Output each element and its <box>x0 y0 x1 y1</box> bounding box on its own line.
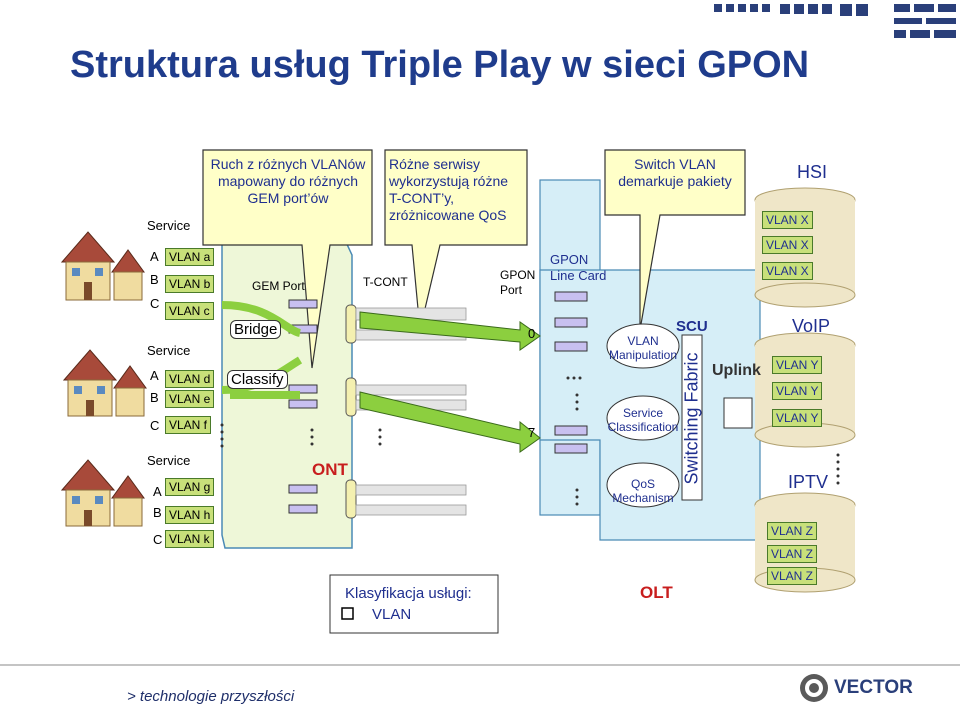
switching-fabric-label: Switching Fabric <box>681 352 702 485</box>
voip-title: VoIP <box>792 316 831 336</box>
t-cont-shapes <box>345 304 357 519</box>
service-classification-label: Service Classification <box>607 406 679 434</box>
checkbox-icon <box>341 607 354 620</box>
house-3-service-label: Service <box>147 453 191 468</box>
voip-vlan-1: VLAN Y <box>772 356 823 374</box>
house-1-service-label: Service <box>147 218 191 233</box>
uplink-label: Uplink <box>712 362 761 379</box>
t-cont-label: T-CONT <box>363 275 408 289</box>
voip-vlan-3: VLAN Y <box>772 409 823 427</box>
olt-label: OLT <box>640 583 673 602</box>
hsi-vlan-1: VLAN X <box>762 211 813 229</box>
vlan-manipulation-oval <box>606 323 680 369</box>
callout-ruch-text: Ruch z różnych VLANów mapowany do różnyc… <box>210 156 366 206</box>
footer-tagline: > technologie przyszłości <box>127 688 295 705</box>
klasyfikacja-box <box>329 574 499 634</box>
gem-port-bars <box>288 299 318 514</box>
bridge-label: Bridge <box>230 320 282 339</box>
logo-pattern-icon <box>714 4 956 38</box>
hsi-vlan-3: VLAN X <box>762 262 813 280</box>
iptv-title: IPTV <box>788 472 829 492</box>
scu-label: SCU <box>676 318 708 335</box>
house-2-vlan-f: VLAN f <box>165 416 212 434</box>
hsi-vlan-2: VLAN X <box>762 236 813 254</box>
house-3-row-b-letter: B <box>153 505 162 520</box>
callout-rozne-bubble <box>384 149 528 331</box>
house-3-row-a-letter: A <box>153 484 162 499</box>
classify-label: Classify <box>227 370 288 389</box>
house-3-icon <box>60 459 145 527</box>
house-2-row-c-letter: C <box>150 418 160 433</box>
iptv-vlan-2: VLAN Z <box>767 545 818 563</box>
uplink-box <box>723 397 753 429</box>
house-2-vlan-e: VLAN e <box>165 390 215 408</box>
house-1-icon <box>60 231 145 301</box>
hsi-title: HSI <box>797 162 828 182</box>
iptv-vlan-1: VLAN Z <box>767 522 818 540</box>
iptv-vlan-3: VLAN Z <box>767 567 818 585</box>
ellipsis-dots <box>220 376 840 506</box>
port-0-label: 0 <box>528 326 536 341</box>
gem-port-label: GEM Port <box>252 279 305 293</box>
service-classification-oval <box>606 395 680 441</box>
house-1-row-c-letter: C <box>150 296 160 311</box>
house-2-row-b-letter: B <box>150 390 159 405</box>
gpon-port-label: GPON Port <box>500 268 536 297</box>
page-title: Struktura usług Triple Play w sieci GPON <box>70 44 810 86</box>
house-1-row-a-letter: A <box>150 249 159 264</box>
klasyfikacja-title: Klasyfikacja usługi: <box>345 585 472 602</box>
footer-brand: VECTOR <box>834 677 913 698</box>
house-1-vlan-b: VLAN b <box>165 275 215 293</box>
port-7-label: 7 <box>528 425 536 440</box>
klasyfikacja-item: VLAN <box>372 606 412 623</box>
switching-fabric-box <box>681 334 703 501</box>
house-1-vlan-c: VLAN c <box>165 302 214 320</box>
gpon-line-card-label: GPON Line Card <box>550 252 607 283</box>
house-3-vlan-k: VLAN k <box>165 530 214 548</box>
house-3-row-c-letter: C <box>153 532 163 547</box>
house-3-vlan-g: VLAN g <box>165 478 215 496</box>
house-2-icon <box>62 349 147 417</box>
ont-label: ONT <box>312 460 348 479</box>
house-2-vlan-d: VLAN d <box>165 370 215 388</box>
qos-mechanism-label: QoS Mechanism <box>612 477 674 505</box>
line-card-ports <box>554 291 588 454</box>
house-2-service-label: Service <box>147 343 191 358</box>
vlan-manipulation-label: VLAN Manipulation <box>608 334 678 362</box>
qos-mechanism-oval <box>606 462 680 508</box>
callout-ruch-bubble <box>202 149 373 369</box>
voip-vlan-2: VLAN Y <box>772 382 823 400</box>
flow-arrows <box>221 301 541 453</box>
house-3-vlan-h: VLAN h <box>165 506 215 524</box>
house-1-row-b-letter: B <box>150 272 159 287</box>
callout-switch-bubble <box>604 149 746 331</box>
callout-rozne-text: Różne serwisy wykorzystują różne T-CONT’… <box>389 156 509 223</box>
callout-switch-text: Switch VLAN demarkuje pakiety <box>618 156 732 189</box>
house-2-row-a-letter: A <box>150 368 159 383</box>
house-1-vlan-a: VLAN a <box>165 248 215 266</box>
